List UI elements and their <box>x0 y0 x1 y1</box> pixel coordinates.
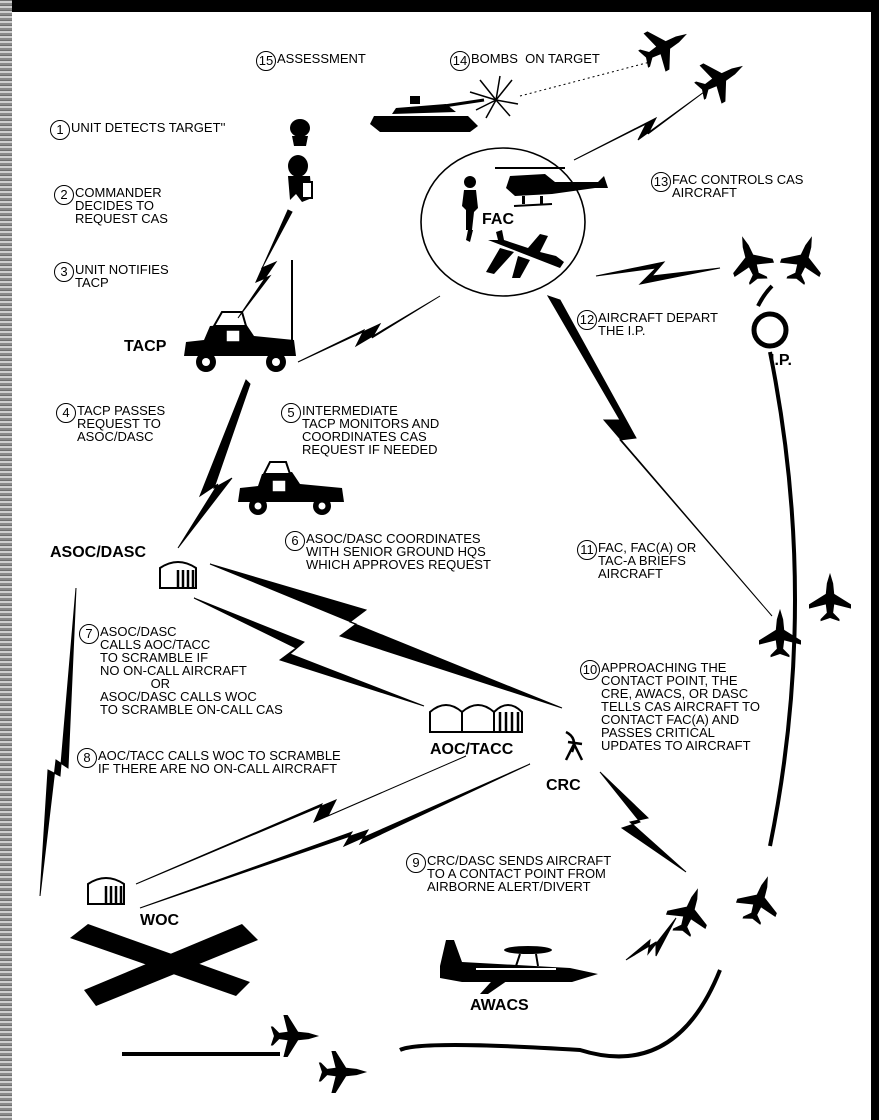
step-text: UNIT DETECTS TARGET'' <box>71 120 226 135</box>
intermediate-tacp-vehicle <box>238 461 344 515</box>
fac-helicopter <box>495 167 608 207</box>
fac-label: FAC <box>482 211 514 228</box>
step-number: 7 <box>79 624 99 644</box>
step-number: 2 <box>54 185 74 205</box>
step-9: 9 CRC/DASC SENDS AIRCRAFT TO A CONTACT P… <box>406 853 612 894</box>
step-number: 4 <box>56 403 76 423</box>
tacp-label: TACP <box>124 338 167 355</box>
step-text: AIRCRAFT DEPART THE I.P. <box>598 310 718 338</box>
scan-border-left <box>0 0 12 1120</box>
scan-border-top <box>0 0 879 12</box>
jet-divert-right <box>731 869 788 929</box>
step-text: TACP PASSES REQUEST TO ASOC/DASC <box>77 403 166 444</box>
asoc-dasc-label: ASOC/DASC <box>50 544 147 561</box>
woc-shelter <box>87 877 125 905</box>
step-number: 1 <box>50 120 70 140</box>
step-number: 11 <box>577 540 597 560</box>
step-number: 6 <box>285 531 305 551</box>
step-4: 4 TACP PASSES REQUEST TO ASOC/DASC <box>56 403 166 444</box>
step-number: 3 <box>54 262 74 282</box>
fac-a10-aircraft <box>486 230 564 278</box>
step-text: FAC CONTROLS CAS AIRCRAFT <box>672 172 804 200</box>
woc-airfield-runways <box>70 924 258 1006</box>
step-number: 8 <box>77 748 97 768</box>
jet-scramble-upper <box>270 1015 320 1057</box>
step-2: 2 COMMANDER DECIDES TO REQUEST CAS <box>54 185 168 226</box>
step-3: 3 UNIT NOTIFIES TACP <box>54 262 169 290</box>
step-14: 14 BOMBS ON TARGET <box>450 51 600 71</box>
awacs-aircraft <box>440 940 598 994</box>
step-text: ASSESSMENT <box>277 51 366 66</box>
step-15: 15 ASSESSMENT <box>256 51 366 71</box>
step-12: 12 AIRCRAFT DEPART THE I.P. <box>577 310 718 338</box>
step-number: 12 <box>577 310 597 330</box>
step-text: AOC/TACC CALLS WOC TO SCRAMBLE IF THERE … <box>98 748 341 776</box>
step-text: FAC, FAC(A) OR TAC-A BRIEFS AIRCRAFT <box>598 540 697 581</box>
ground-unit-soldiers <box>288 119 313 202</box>
fac-zone-ellipse <box>420 147 586 297</box>
bomb-trajectory <box>519 61 651 97</box>
step-text: APPROACHING THE CONTACT POINT, THE CRE, … <box>601 660 760 753</box>
flight-paths <box>122 284 797 1059</box>
fac-soldier-figure <box>462 176 478 242</box>
step-10: 10 APPROACHING THE CONTACT POINT, THE CR… <box>580 660 760 753</box>
step-text: COMMANDER DECIDES TO REQUEST CAS <box>75 185 168 226</box>
step-11: 11 FAC, FAC(A) OR TAC-A BRIEFS AIRCRAFT <box>577 540 697 581</box>
step-text: ASOC/DASC CALLS AOC/TACC TO SCRAMBLE IF … <box>100 624 283 717</box>
step-text: BOMBS ON TARGET <box>471 51 600 66</box>
awacs-label: AWACS <box>470 997 529 1014</box>
step-text: INTERMEDIATE TACP MONITORS AND COORDINAT… <box>302 403 440 457</box>
jet-scramble-lower <box>318 1051 368 1093</box>
step-number: 5 <box>281 403 301 423</box>
ip-label: I.P. <box>770 352 792 369</box>
step-5: 5 INTERMEDIATE TACP MONITORS AND COORDIN… <box>281 403 440 457</box>
jet-inbound-right <box>809 572 851 622</box>
jet-ip-right <box>775 229 832 289</box>
step-text: UNIT NOTIFIES TACP <box>75 262 169 290</box>
step-number: 15 <box>256 51 276 71</box>
crc-radar-dish <box>564 730 584 761</box>
step-text: ASOC/DASC COORDINATES WITH SENIOR GROUND… <box>306 531 491 572</box>
step-number: 9 <box>406 853 426 873</box>
jet-divert-left <box>661 881 718 941</box>
step-7: 7 ASOC/DASC CALLS AOC/TACC TO SCRAMBLE I… <box>79 624 283 717</box>
jet-fac-controlled <box>688 46 754 111</box>
jet-ip-left <box>722 229 779 289</box>
step-1: 1 UNIT DETECTS TARGET'' <box>50 120 226 140</box>
step-6: 6 ASOC/DASC COORDINATES WITH SENIOR GROU… <box>285 531 491 572</box>
crc-label: CRC <box>546 777 581 794</box>
step-text: CRC/DASC SENDS AIRCRAFT TO A CONTACT POI… <box>427 853 612 894</box>
explosion-burst <box>469 75 519 119</box>
step-number: 14 <box>450 51 470 71</box>
step-number: 13 <box>651 172 671 192</box>
step-13: 13 FAC CONTROLS CAS AIRCRAFT <box>651 172 804 200</box>
jet-attack-topright <box>632 14 698 79</box>
tank-target <box>370 96 485 132</box>
asoc-dasc-shelter <box>159 561 197 589</box>
scan-border-right <box>871 0 879 1120</box>
initial-point-circle <box>751 311 789 349</box>
aoc-tacc-label: AOC/TACC <box>430 741 514 758</box>
step-8: 8 AOC/TACC CALLS WOC TO SCRAMBLE IF THER… <box>77 748 341 776</box>
woc-label: WOC <box>140 912 180 929</box>
step-number: 10 <box>580 660 600 680</box>
aoc-tacc-shelters <box>429 704 523 733</box>
radio-links <box>39 91 773 961</box>
